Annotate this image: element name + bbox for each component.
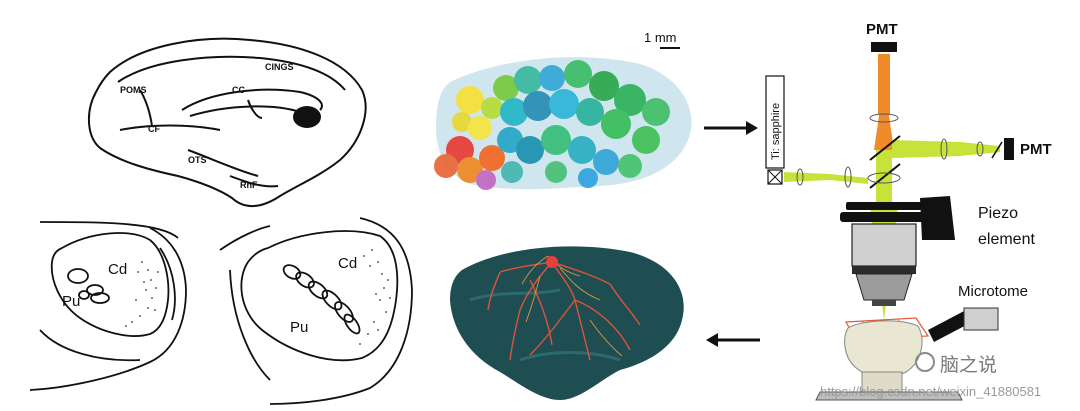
objective-body [851,223,917,267]
piezo-label-2: element [978,231,1035,248]
stipple-right [359,249,391,345]
lateral-ventricle-blob [293,106,321,128]
coronal-section-left [29,221,187,391]
pmt-top-detector [871,42,897,52]
label-pu-right: Pu [290,319,308,336]
label-cd-right: Cd [338,255,357,272]
tract-brain-rendering [450,246,684,400]
sample-brain [844,320,923,378]
pmt-top-label: PMT [866,21,898,38]
pmt-right-detector [1004,138,1014,160]
pmt-right-label: PMT [1020,141,1052,158]
label-cc: CC [232,85,245,95]
microscope-schematic: Ti: sapphire PMT PMT Piezo e [765,21,1052,401]
arrow-left [706,333,760,347]
nuclei-3d-rendering [434,57,692,190]
label-rhf: RhF [240,180,258,190]
brand-watermark: 脑之说 [940,354,998,376]
arrow-right [704,121,758,135]
piezo-element-block [920,196,955,240]
scale-bar-label: 1 mm [644,30,677,45]
microtome-label: Microtome [958,283,1028,300]
label-cf: CF [148,124,160,134]
label-pu-left: Pu [62,293,80,310]
laser-box [765,75,785,169]
label-cd-left: Cd [108,261,127,278]
label-cings: CINGS [265,62,294,72]
url-watermark: https://blog.csdn.net/weixin_41880581 [820,384,1042,399]
sample-stage [815,391,963,401]
sagittal-brain-drawing [87,37,367,207]
label-ots: OTS [188,155,207,165]
piezo-label-1: Piezo [978,205,1018,222]
scale-bar: 1 mm [644,30,680,49]
laser-label: Ti: sapphire [770,103,782,160]
stipple-left [125,261,159,327]
microtome-blade-holder [963,307,999,331]
wechat-brand-icon [915,352,935,372]
label-poms: POMS [120,85,147,95]
coronal-section-right [219,217,413,405]
